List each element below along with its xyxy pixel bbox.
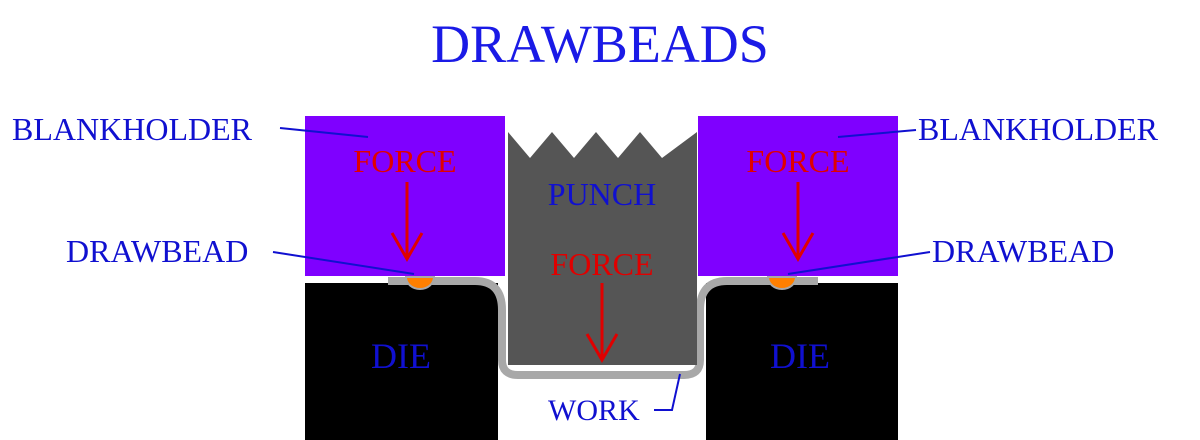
punch-label: PUNCH xyxy=(548,176,656,212)
work-label: WORK xyxy=(548,394,640,427)
leader-work xyxy=(654,373,681,411)
drawbead-label-right: DRAWBEAD xyxy=(932,233,1114,269)
force-arrow-left xyxy=(390,182,424,263)
drawbead-label-left: DRAWBEAD xyxy=(66,233,248,269)
blankholder-label-right: BLANKHOLDER xyxy=(918,111,1159,147)
die-label-right: DIE xyxy=(770,336,830,376)
die-label-left: DIE xyxy=(371,336,431,376)
leader-blankholder-right xyxy=(837,129,917,138)
force-arrow-punch xyxy=(585,283,619,364)
force-label-left: FORCE xyxy=(353,143,456,179)
leader-drawbead-right xyxy=(787,251,931,275)
punch xyxy=(508,132,697,365)
leader-drawbead-left xyxy=(272,251,415,275)
blankholder-left xyxy=(305,116,505,276)
drawbead-left xyxy=(404,276,436,290)
force-label-punch: FORCE xyxy=(550,246,653,282)
force-arrow-right xyxy=(781,182,815,263)
leader-blankholder-left xyxy=(279,127,369,138)
work-sheet xyxy=(388,277,818,379)
blankholder-label-left: BLANKHOLDER xyxy=(12,111,253,147)
diagram-title: DRAWBEADS xyxy=(431,14,769,74)
drawbead-right xyxy=(766,276,798,290)
die-right xyxy=(706,283,898,440)
force-label-right: FORCE xyxy=(746,143,849,179)
die-left xyxy=(305,283,498,440)
